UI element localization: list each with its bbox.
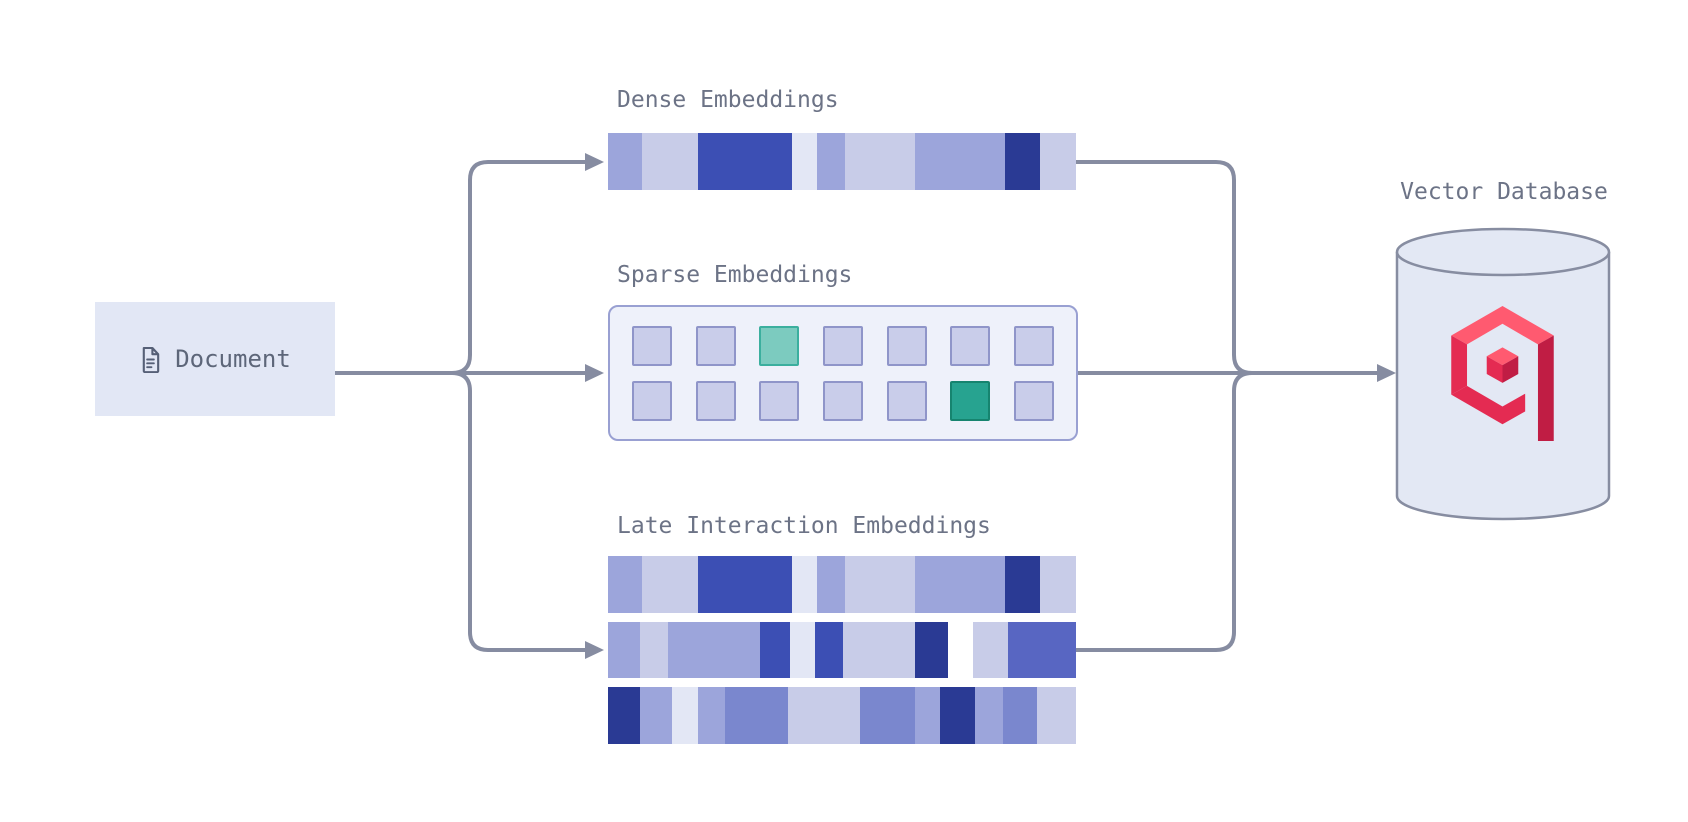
line-document-to-late — [451, 371, 586, 652]
arrowhead-dense — [585, 153, 604, 171]
late-interaction-bar-2 — [608, 622, 1076, 678]
late-interaction-embeddings-label: Late Interaction Embeddings — [617, 513, 991, 539]
embedding-segment — [668, 622, 760, 678]
embedding-segment — [698, 133, 792, 190]
embedding-segment — [642, 556, 698, 613]
logo-bottom-left-band — [1451, 385, 1503, 425]
embedding-segment — [1003, 687, 1037, 744]
sparse-cell-empty — [822, 380, 863, 421]
embedding-segment — [1040, 133, 1076, 190]
sparse-row — [632, 380, 1054, 421]
embedding-segment — [792, 556, 817, 613]
fork-from-document — [335, 153, 604, 659]
qdrant-logo-icon — [1451, 306, 1554, 441]
line-dense-to-db — [1076, 160, 1253, 375]
dense-embedding-bar — [608, 133, 1076, 190]
sparse-embedding-grid — [608, 305, 1078, 441]
embedding-segment — [815, 622, 843, 678]
embedding-segment — [915, 133, 1005, 190]
sparse-cell-empty — [695, 325, 736, 366]
dense-embeddings-label: Dense Embeddings — [617, 87, 839, 113]
merge-to-database — [1076, 160, 1396, 652]
embedding-segment — [975, 687, 1003, 744]
sparse-cell-empty — [1013, 380, 1054, 421]
embedding-segment — [790, 622, 815, 678]
line-document-to-dense — [451, 160, 586, 375]
embedding-segment — [817, 133, 845, 190]
sparse-cell-empty — [822, 325, 863, 366]
arrowhead-sparse — [585, 364, 604, 382]
embedding-segment — [640, 687, 672, 744]
sparse-cell-empty — [886, 380, 927, 421]
embedding-segment — [608, 556, 642, 613]
document-node: Document — [95, 302, 335, 416]
embedding-segment — [817, 556, 845, 613]
embedding-segment — [788, 687, 860, 744]
embedding-segment — [608, 133, 642, 190]
late-interaction-bar-1 — [608, 556, 1076, 613]
arrowhead-late — [585, 641, 604, 659]
logo-cube-left — [1486, 356, 1503, 383]
sparse-cell-active — [950, 380, 991, 421]
embedding-segment — [672, 687, 698, 744]
logo-top-band — [1451, 306, 1554, 345]
embedding-segment — [915, 687, 940, 744]
arrowhead-database — [1377, 364, 1396, 382]
sparse-cell-empty — [632, 380, 672, 421]
line-late-to-db — [1076, 371, 1253, 652]
embedding-segment — [845, 556, 915, 613]
embedding-segment — [698, 556, 792, 613]
logo-cube-right — [1502, 356, 1519, 383]
embedding-segment — [1008, 622, 1076, 678]
embedding-segment — [608, 687, 640, 744]
embedding-segment — [640, 622, 668, 678]
document-label: Document — [175, 345, 291, 373]
sparse-embeddings-label: Sparse Embeddings — [617, 262, 853, 288]
embedding-segment — [860, 687, 915, 744]
sparse-cell-empty — [759, 380, 800, 421]
logo-left-band — [1451, 335, 1468, 395]
embedding-segment — [940, 687, 975, 744]
sparse-row — [632, 325, 1054, 366]
logo-cube-top — [1486, 347, 1519, 366]
embedding-segment — [915, 622, 948, 678]
embedding-segment — [760, 622, 790, 678]
sparse-cell-empty — [695, 380, 736, 421]
embedding-segment — [725, 687, 788, 744]
logo-right-bar — [1537, 335, 1554, 441]
embedding-segment — [1005, 133, 1040, 190]
embedding-segment — [1040, 556, 1076, 613]
document-icon — [142, 346, 160, 373]
late-interaction-bar-3 — [608, 687, 1076, 744]
embedding-segment — [973, 622, 1008, 678]
vector-database-label: Vector Database — [1400, 179, 1608, 205]
embedding-segment — [1005, 556, 1040, 613]
sparse-cell-active — [759, 325, 800, 366]
embedding-segment — [792, 133, 817, 190]
embedding-segment — [843, 622, 915, 678]
sparse-cell-empty — [886, 325, 927, 366]
logo-bottom-right-stub — [1502, 393, 1526, 425]
embedding-segment — [608, 622, 640, 678]
embedding-segment — [948, 622, 973, 678]
sparse-cell-empty — [1013, 325, 1054, 366]
embedding-segment — [642, 133, 698, 190]
sparse-cell-empty — [950, 325, 991, 366]
embedding-segment — [698, 687, 725, 744]
embedding-segment — [1037, 687, 1076, 744]
embedding-segment — [845, 133, 915, 190]
sparse-cell-empty — [632, 325, 672, 366]
embedding-segment — [915, 556, 1005, 613]
